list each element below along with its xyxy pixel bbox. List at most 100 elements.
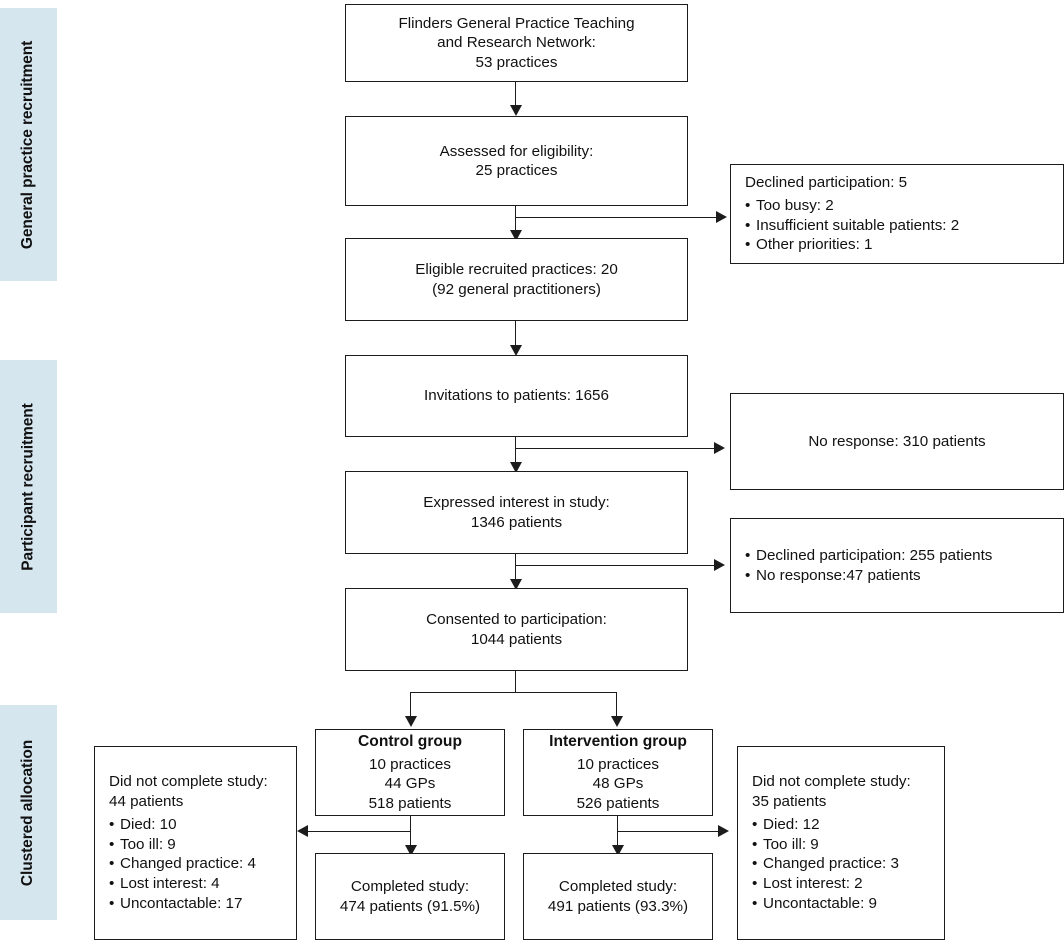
- node-assessed-for-eligibility: Assessed for eligibility: 25 practices: [345, 116, 688, 206]
- node-line: 44 GPs: [384, 775, 436, 793]
- node-lead-line: Did not complete study:: [752, 773, 911, 791]
- node-line: 53 practices: [475, 53, 558, 71]
- arrowhead-down: [612, 845, 624, 856]
- list-item: Changed practice: 3: [752, 854, 911, 874]
- connector-assessed-to-eligible: [515, 206, 516, 234]
- node-declined-patients: Declined participation: 255 patients No …: [730, 518, 1064, 613]
- node-line: 1044 patients: [470, 630, 563, 648]
- node-line: Eligible recruited practices: 20: [415, 261, 618, 279]
- stage-band-label: Participant recruitment: [19, 402, 37, 571]
- node-line: Consented to participation:: [426, 611, 607, 629]
- arrowhead-down: [510, 105, 522, 116]
- list-item: Too busy: 2: [745, 196, 959, 216]
- list-item: Too ill: 9: [752, 835, 911, 855]
- node-declined-practices: Declined participation: 5 Too busy: 2 In…: [730, 164, 1064, 264]
- connector-branch-declined-patients: [516, 565, 716, 566]
- node-lead-line: Declined participation: 5: [745, 173, 908, 191]
- connector-split-to-intervention: [616, 692, 617, 720]
- node-line: Completed study:: [558, 878, 678, 896]
- list-item: Insufficient suitable patients: 2: [745, 216, 959, 236]
- node-intervention-completed-study: Completed study: 491 patients (93.3%): [523, 853, 713, 940]
- connector-expressed-to-consented: [515, 554, 516, 583]
- node-invitations-to-patients: Invitations to patients: 1656: [345, 355, 688, 437]
- list-item: No response:47 patients: [745, 566, 992, 586]
- stage-band-label: Clustered allocation: [19, 739, 37, 886]
- arrowhead-down: [510, 579, 522, 590]
- node-control-completed-study: Completed study: 474 patients (91.5%): [315, 853, 505, 940]
- node-lead-line: 35 patients: [752, 792, 827, 810]
- stage-band-general-practice-recruitment: General practice recruitment: [0, 8, 57, 281]
- node-line: 10 practices: [369, 755, 451, 773]
- arrowhead-down: [611, 716, 623, 727]
- arrowhead-down: [405, 716, 417, 727]
- node-intervention-group: Intervention group 10 practices 48 GPs 5…: [523, 729, 713, 816]
- node-line: Assessed for eligibility:: [439, 142, 594, 160]
- node-line: 10 practices: [577, 755, 659, 773]
- node-line: No response: 310 patients: [808, 432, 986, 450]
- arrowhead-down: [510, 230, 522, 241]
- node-consented-to-participation: Consented to participation: 1044 patient…: [345, 588, 688, 671]
- connector-eligible-to-invitations: [515, 321, 516, 349]
- node-line: 526 patients: [576, 794, 660, 812]
- connector-intervention-to-dropout: [617, 831, 720, 832]
- node-eligible-recruited-practices: Eligible recruited practices: 20 (92 gen…: [345, 238, 688, 321]
- node-control-group: Control group 10 practices 44 GPs 518 pa…: [315, 729, 505, 816]
- node-line: 1346 patients: [470, 513, 563, 531]
- arrowhead-right: [714, 559, 725, 571]
- node-line: 518 patients: [368, 794, 452, 812]
- list-item: Changed practice: 4: [109, 854, 268, 874]
- group-heading: Control group: [358, 732, 462, 750]
- node-line: Completed study:: [350, 878, 470, 896]
- list-item: Died: 10: [109, 815, 268, 835]
- connector-allocation-split: [410, 692, 616, 693]
- node-lead-line: Did not complete study:: [109, 773, 268, 791]
- node-control-dropout: Did not complete study: 44 patients Died…: [94, 746, 297, 940]
- node-line: and Research Network:: [437, 34, 596, 52]
- node-line: 48 GPs: [592, 775, 644, 793]
- node-bullet-list: Declined participation: 255 patients No …: [745, 546, 992, 586]
- arrowhead-right: [716, 211, 727, 223]
- connector-consented-down: [515, 671, 516, 693]
- list-item: Uncontactable: 9: [752, 894, 911, 914]
- node-line: (92 general practitioners): [432, 280, 601, 298]
- node-line: Invitations to patients: 1656: [424, 387, 609, 405]
- list-item: Died: 12: [752, 815, 911, 835]
- node-expressed-interest: Expressed interest in study: 1346 patien…: [345, 471, 688, 554]
- connector-control-to-dropout: [308, 831, 411, 832]
- connector-invitations-to-expressed: [515, 437, 516, 466]
- list-item: Lost interest: 2: [752, 874, 911, 894]
- node-line: 491 patients (93.3%): [547, 897, 689, 915]
- connector-control-to-completed: [410, 816, 411, 850]
- list-item: Lost interest: 4: [109, 874, 268, 894]
- stage-band-clustered-allocation: Clustered allocation: [0, 705, 57, 920]
- list-item: Too ill: 9: [109, 835, 268, 855]
- stage-band-participant-recruitment: Participant recruitment: [0, 360, 57, 613]
- node-bullet-list: Died: 12 Too ill: 9 Changed practice: 3 …: [752, 815, 911, 914]
- node-intervention-dropout: Did not complete study: 35 patients Died…: [737, 746, 945, 940]
- connector-split-to-control: [410, 692, 411, 720]
- connector-intervention-to-completed: [617, 816, 618, 850]
- stage-band-label: General practice recruitment: [19, 40, 37, 249]
- node-source-network: Flinders General Practice Teaching and R…: [345, 4, 688, 82]
- node-line: Flinders General Practice Teaching: [398, 14, 635, 32]
- arrowhead-down: [510, 345, 522, 356]
- arrowhead-left: [297, 825, 308, 837]
- list-item: Uncontactable: 17: [109, 894, 268, 914]
- node-bullet-list: Too busy: 2 Insufficient suitable patien…: [745, 196, 959, 255]
- node-line: 25 practices: [475, 162, 558, 179]
- node-no-response-patients: No response: 310 patients: [730, 393, 1064, 490]
- list-item: Other priorities: 1: [745, 235, 959, 255]
- connector-branch-no-response: [516, 448, 716, 449]
- list-item: Declined participation: 255 patients: [745, 546, 992, 566]
- node-line: Expressed interest in study:: [423, 494, 610, 512]
- arrowhead-right: [718, 825, 729, 837]
- arrowhead-right: [714, 442, 725, 454]
- node-bullet-list: Died: 10 Too ill: 9 Changed practice: 4 …: [109, 815, 268, 914]
- node-lead-line: 44 patients: [109, 792, 184, 810]
- connector-branch-declined-practices: [516, 217, 718, 218]
- arrowhead-down: [510, 462, 522, 473]
- arrowhead-down: [405, 845, 417, 856]
- node-line: 474 patients (91.5%): [339, 897, 481, 915]
- connector-source-to-assessed: [515, 81, 516, 109]
